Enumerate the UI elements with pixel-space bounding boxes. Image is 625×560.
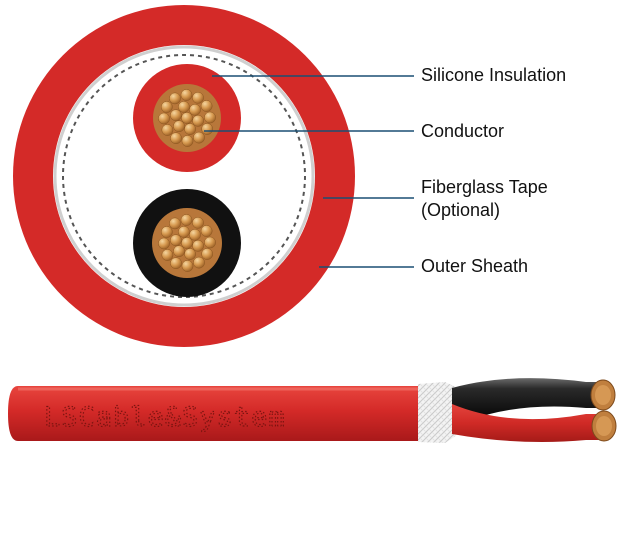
conductor-strand [193, 256, 205, 269]
conductor-strand [181, 237, 193, 249]
leader-lines [204, 75, 414, 268]
label-outer-sheath: Outer Sheath [421, 256, 529, 276]
fiberglass-tape-dashed [62, 54, 306, 298]
label-conductor: Conductor [421, 121, 505, 141]
conductor-strand [200, 225, 213, 237]
conductor-strand [181, 260, 194, 272]
conductor-strand [161, 249, 174, 261]
conductor-strand [173, 245, 185, 258]
conductor-strand [170, 257, 182, 270]
cable-sheath-body [8, 386, 420, 441]
label-fiberglass-tape: Fiberglass Tape [421, 177, 548, 197]
conductor-strand [201, 248, 214, 260]
conductor-strand [192, 239, 204, 252]
conductor-strand [170, 234, 182, 247]
conductor-strand [184, 248, 196, 260]
conductor-strand [192, 114, 204, 127]
conductor-strand [193, 131, 205, 144]
conductor-strand [180, 214, 193, 226]
conductor-strands-bottom [158, 214, 216, 272]
conductor-strand [201, 123, 214, 135]
conductor-strand [200, 100, 213, 112]
red-core-side [452, 404, 600, 442]
conductor-strand [180, 89, 193, 101]
conductor-strand [204, 111, 216, 124]
conductor-strand [158, 237, 170, 250]
cable-printing: LSCable&System [44, 402, 286, 433]
conductor-strand [178, 226, 190, 238]
conductor-strand [160, 101, 173, 113]
conductor-strand [181, 112, 193, 124]
cross-section [13, 5, 355, 347]
fiberglass-tape-ring [53, 45, 315, 307]
conductor-strand [192, 216, 204, 229]
conductor-strand [181, 135, 194, 147]
conductor-strands-top [158, 89, 216, 147]
conductor-strand [192, 91, 204, 104]
conductor-strand [189, 103, 201, 116]
filler-area [53, 45, 315, 307]
conductor-strand [170, 132, 182, 145]
conductor-strand [189, 228, 201, 241]
conductor-strand [161, 124, 174, 136]
black-core-side [452, 378, 604, 420]
conductor-strand [204, 236, 216, 249]
fiberglass-tape-section [418, 382, 456, 443]
label-silicone-insulation: Silicone Insulation [421, 65, 567, 85]
conductor-strand [178, 101, 190, 113]
cable-side-view: LSCable&System [8, 378, 617, 443]
conductor-strand [160, 226, 173, 238]
label-fiberglass-optional: (Optional) [421, 200, 501, 220]
conductor-strand [173, 120, 185, 133]
conductor-strand [169, 92, 181, 105]
conductor-strand [169, 217, 181, 230]
conductor-strand [170, 109, 182, 122]
conductor-strand [184, 123, 196, 135]
conductor-strand [158, 112, 170, 125]
